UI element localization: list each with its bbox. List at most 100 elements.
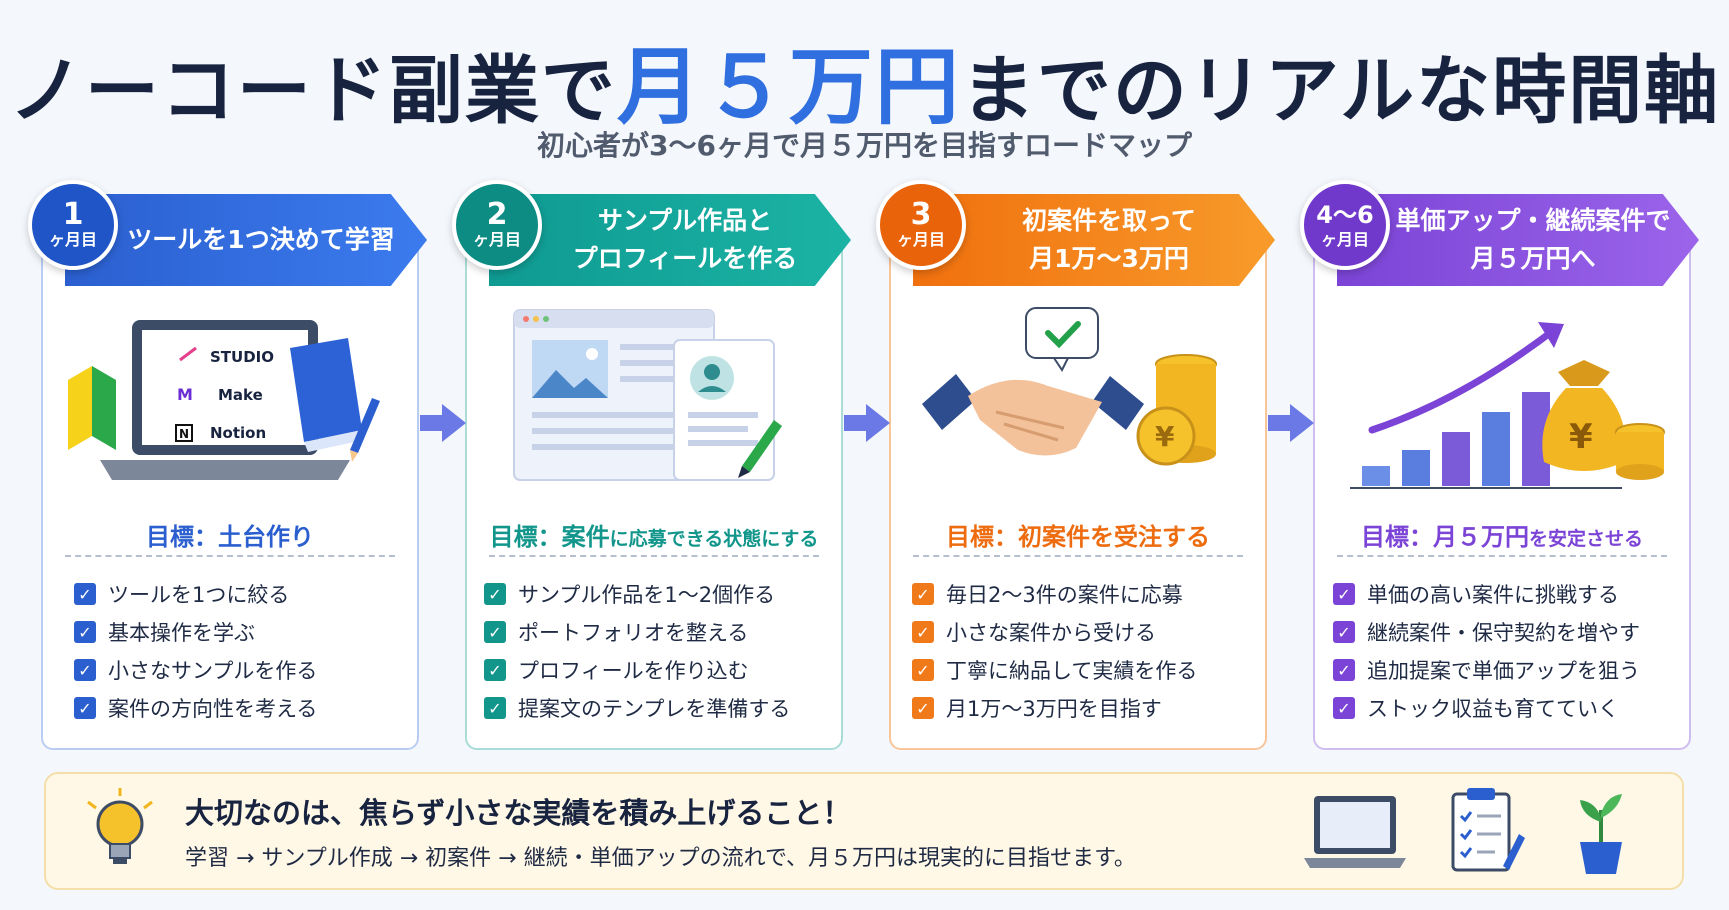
list-item: ✓ ツールを1つに絞る	[74, 575, 414, 613]
checkbox-checked-icon: ✓	[1333, 621, 1355, 643]
divider	[913, 555, 1243, 557]
divider	[1337, 555, 1667, 557]
checkbox-checked-icon: ✓	[484, 583, 506, 605]
item-text: 単価の高い案件に挑戦する	[1367, 583, 1619, 607]
item-text: 丁寧に納品して実績を作る	[946, 659, 1198, 683]
step-banner-3: 初案件を取って月1万〜3万円	[913, 194, 1275, 286]
step-banner-2: サンプル作品とプロフィールを作る	[489, 194, 851, 286]
svg-text:M: M	[177, 385, 193, 404]
check-bubble-icon	[1025, 307, 1099, 372]
book-icon	[290, 338, 364, 452]
step-3-illustration: ¥	[922, 307, 1217, 466]
laptop-icon	[1304, 796, 1406, 868]
step-card-4	[1313, 230, 1691, 750]
clipboard-checklist-icon	[1451, 788, 1525, 872]
checkbox-checked-icon: ✓	[912, 621, 934, 643]
list-item: ✓小さなサンプルを作る	[74, 651, 414, 689]
item-text: プロフィールを作り込む	[518, 659, 749, 683]
list-item: ✓ 基本操作を学ぶ	[74, 613, 414, 651]
profile-card-icon	[673, 339, 775, 481]
divider	[65, 555, 395, 557]
item-text: 基本操作を学ぶ	[108, 621, 255, 645]
pen-icon	[738, 420, 782, 478]
page-title: ノーコード副業で月５万円までのリアルな時間軸	[0, 20, 1729, 141]
checkbox-checked-icon: ✓	[1333, 583, 1355, 605]
list-item: ✓提案文のテンプレを準備する	[484, 689, 824, 727]
month-number: 2	[486, 197, 508, 232]
svg-text:N: N	[179, 427, 189, 441]
plant-pot-icon	[1580, 794, 1622, 874]
list-item: ✓ 追加提案で単価アップを狙う	[1333, 651, 1673, 689]
checkbox-checked-icon: ✓	[74, 621, 96, 643]
goal-small: に応募できる状態にする	[609, 528, 819, 550]
beginner-mark-icon	[68, 366, 116, 450]
goal-prefix: 目標：	[146, 523, 218, 551]
checkbox-checked-icon: ✓	[484, 697, 506, 719]
browser-window-icon	[513, 309, 715, 481]
item-text: 小さな案件から受ける	[946, 621, 1156, 645]
tip-heading: 大切なのは、焦らず小さな実績を積み上げること！	[185, 796, 852, 830]
goal-main: 案件	[561, 523, 610, 551]
laptop-icon	[100, 320, 350, 480]
item-text: ツールを1つに絞る	[108, 583, 290, 607]
tip-body: 学習 → サンプル作成 → 初案件 → 継続・単価アップの流れで、月５万円は現実…	[185, 846, 1136, 871]
checkbox-checked-icon: ✓	[1333, 659, 1355, 681]
step-2-title-line1: サンプル作品と	[597, 206, 773, 235]
list-item: ✓ 単価の高い案件に挑戦する	[1333, 575, 1673, 613]
yen-coins-icon: ¥	[1136, 354, 1217, 466]
svg-text:¥: ¥	[1155, 420, 1175, 453]
checkbox-checked-icon: ✓	[484, 621, 506, 643]
goal-prefix: 目標：	[489, 523, 562, 551]
arrow-right-icon	[844, 404, 890, 442]
tool-make: Make	[218, 386, 263, 404]
goal-main: 月５万円	[1432, 523, 1529, 551]
step-1-goal: 目標：土台作り	[41, 517, 419, 552]
tool-list: STUDIO M Make N Notion	[175, 346, 274, 442]
pencil-icon	[350, 398, 380, 462]
checkbox-checked-icon: ✓	[912, 583, 934, 605]
month-unit: ヶ月目	[1320, 230, 1369, 249]
item-text: 継続案件・保守契約を増やす	[1367, 621, 1640, 645]
step-4-illustration: ¥	[1350, 322, 1665, 489]
step-banner-1: ツールを1つ決めて学習	[65, 194, 427, 286]
tool-notion: Notion	[210, 424, 266, 442]
month-unit: ヶ月目	[472, 230, 521, 249]
list-item: ✓ 丁寧に納品して実績を作る	[912, 651, 1252, 689]
month-number: 4〜6	[1316, 201, 1374, 229]
checkbox-checked-icon: ✓	[912, 659, 934, 681]
month-unit: ヶ月目	[48, 230, 97, 249]
item-text: 毎日2〜3件の案件に応募	[946, 583, 1183, 607]
title-prefix: ノーコード副業で	[8, 48, 617, 134]
item-text: 月1万〜3万円を目指す	[946, 697, 1162, 721]
list-item: ✓ポートフォリオを整える	[484, 613, 824, 651]
list-item: ✓案件の方向性を考える	[74, 689, 414, 727]
list-item: ✓ プロフィールを作り込む	[484, 651, 824, 689]
arrow-right-icon	[1268, 404, 1314, 442]
divider	[489, 555, 819, 557]
step-3-title-line1: 初案件を取って	[1022, 206, 1196, 235]
step-3-title-line2: 月1万〜3万円	[1029, 244, 1189, 273]
goal-small: を安定させる	[1528, 528, 1643, 550]
tool-studio: STUDIO	[210, 348, 274, 366]
item-text: 追加提案で単価アップを狙う	[1367, 659, 1640, 683]
item-text: ストック収益も育てていく	[1367, 697, 1619, 721]
step-4-goal: 目標：月５万円を安定させる	[1313, 517, 1691, 552]
checkbox-checked-icon: ✓	[1333, 697, 1355, 719]
list-item: ✓月1万〜3万円を目指す	[912, 689, 1252, 727]
step-banner-4: 単価アップ・継続案件で月５万円へ	[1337, 194, 1699, 286]
title-suffix: までのリアルな時間軸	[960, 48, 1721, 134]
list-item: ✓ 毎日2〜3件の案件に応募	[912, 575, 1252, 613]
goal-main: 土台作り	[218, 523, 314, 551]
goal-prefix: 目標：	[1360, 523, 1433, 551]
checkbox-checked-icon: ✓	[74, 583, 96, 605]
step-4-checklist: ✓ 単価の高い案件に挑戦する ✓ 継続案件・保守契約を増やす ✓ 追加提案で単価アップ…	[1333, 575, 1673, 727]
coins-icon	[1615, 423, 1665, 480]
list-item: ✓サンプル作品を1〜2個作る	[484, 575, 824, 613]
month-number: 3	[910, 197, 932, 232]
arrow-right-icon	[420, 404, 466, 442]
lightbulb-icon	[87, 788, 153, 864]
tip-box	[44, 772, 1684, 890]
checkbox-checked-icon: ✓	[484, 659, 506, 681]
